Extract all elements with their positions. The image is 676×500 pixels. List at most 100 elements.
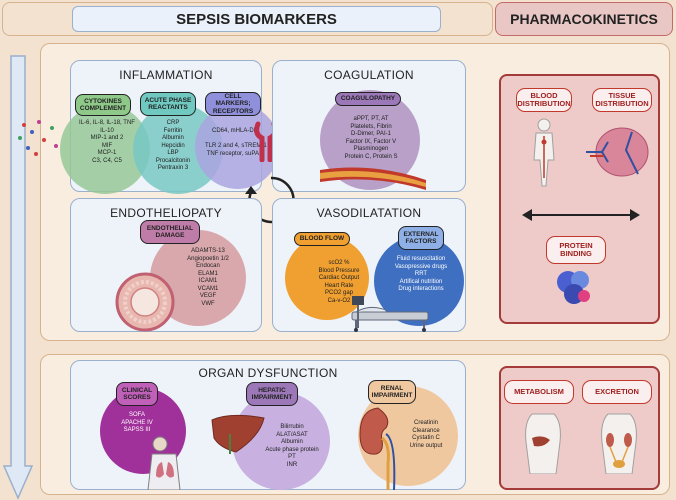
title-banner: SEPSIS BIOMARKERS <box>72 6 441 32</box>
list-item: D-Dimer, PAI-1 <box>351 131 391 137</box>
list-item: VEGF <box>199 293 217 299</box>
cell-markers-list: CD64, mHLA-DR TLR 2 and 4, sTREM-1 TNF r… <box>205 128 267 158</box>
cytokines-label: CYTOKINES COMPLEMENT <box>75 94 131 116</box>
list-item: Protein C, Protein S <box>344 153 398 160</box>
list-item: SAPSS III <box>123 427 151 433</box>
hepatic-list: Bilirrubin ALAT/ASAT Albumin Acute phase… <box>256 424 328 469</box>
list-item: Urine output <box>409 442 443 449</box>
kidney-icon <box>359 407 396 490</box>
endothelial-list: ADAMTS-13 Angiopoetin 1/2 Endocan ELAM1 … <box>172 248 244 308</box>
list-item: CRP <box>166 120 180 126</box>
vessel-ring-icon <box>115 272 175 332</box>
list-item: ALAT/ASAT <box>276 431 308 438</box>
list-item: ICAM1 <box>198 278 218 284</box>
external-factors-list: Fluid resuscitation Vasopressive drugs R… <box>384 256 458 294</box>
tissue-distribution-label: TISSUE DISTRIBUTION <box>592 88 652 112</box>
endotheliopathy-title: ENDOTHELIOPATY <box>110 206 222 220</box>
blood-flow-list: scO2 % Blood Pressure Cardiac Output Hea… <box>308 260 370 305</box>
monitor-icon <box>352 296 364 328</box>
list-item: Fluid resuscitation <box>396 256 446 262</box>
list-item: Blood Pressure <box>318 267 360 274</box>
list-item: Procalcitonin <box>155 157 191 164</box>
external-factors-label: EXTERNAL FACTORS <box>398 226 444 250</box>
metabolism-label: METABOLISM <box>504 380 574 404</box>
liver-icon <box>211 414 265 454</box>
blood-flow-label: BLOOD FLOW <box>294 232 350 246</box>
vasodilatation-title: VASODILATATION <box>316 206 422 220</box>
list-item: ELAM1 <box>198 270 218 277</box>
excretion-label: EXCRETION <box>582 380 652 404</box>
list-item: Vasopressive drugs <box>394 263 448 270</box>
list-item: Hepcidin <box>161 142 185 149</box>
cytokines-list: IL-6, IL-8, IL-18, TNF IL-10 MIP-1 and 2… <box>76 120 138 165</box>
list-item: VCAM1 <box>197 285 219 292</box>
list-item: IL-6, IL-8, IL-18, TNF <box>79 120 135 126</box>
list-item: Clearance <box>412 427 440 434</box>
list-item: Drug interactions <box>398 286 444 292</box>
tissue-icon <box>586 127 649 177</box>
cell-markers-label: CELL MARKERS; RECEPTORS <box>205 92 261 116</box>
endothelial-label: ENDOTHELIAL DAMAGE <box>140 220 200 244</box>
list-item: Albumin <box>281 439 303 445</box>
list-item: SOFA <box>128 412 145 418</box>
acute-phase-list: CRP Ferritin Albumin Hepcidin LBP Procal… <box>144 120 202 173</box>
list-item: Plasminogen <box>353 146 389 152</box>
list-item: Creatinin <box>413 420 438 426</box>
renal-label: RENAL IMPAIRMENT <box>368 380 416 404</box>
blood-distribution-label: BLOOD DISTRIBUTION <box>516 88 572 112</box>
blood-flow-circle <box>285 236 369 320</box>
clinical-scores-list: SOFA APACHE IV SAPSS III <box>112 412 162 435</box>
list-item: LBP <box>167 150 179 156</box>
clinical-scores-label: CLINICAL SCORES <box>116 382 158 406</box>
molecules-icon <box>18 120 58 156</box>
list-item: Acute phase protein <box>265 446 319 453</box>
external-factors-circle <box>374 236 464 326</box>
double-arrow-icon <box>522 209 640 221</box>
list-item: scO2 % <box>328 260 350 266</box>
cell-markers-circle <box>195 104 280 189</box>
list-item: PCO2 gap <box>324 290 354 296</box>
list-item: Ca-v-O2 <box>327 297 351 304</box>
torso-kidney-icon <box>601 413 637 474</box>
coagulopathy-label: COAGULOPATHY <box>335 92 401 106</box>
list-item: PT <box>288 454 296 460</box>
list-item: MCP-1 <box>97 150 117 156</box>
list-item: Heart Rate <box>324 282 354 289</box>
list-item: Ferritin <box>163 127 183 134</box>
list-item: MIP-1 and 2 <box>90 135 124 141</box>
renal-list: Creatinin Clearance Cystatin C Urine out… <box>398 420 454 450</box>
list-item: INR <box>286 461 298 468</box>
list-item: APACHE IV <box>121 419 153 426</box>
list-item: VWF <box>201 300 215 307</box>
list-item: MIF <box>101 142 113 149</box>
list-item: Endocan <box>196 263 220 269</box>
pk-title-banner: PHARMACOKINETICS <box>495 2 673 36</box>
hospital-bed-icon <box>351 306 429 332</box>
coagulation-title: COAGULATION <box>324 68 414 82</box>
protein-binding-label: PROTEIN BINDING <box>546 236 606 264</box>
list-item: CD64, mHLA-DR <box>211 128 258 134</box>
body-circulation-icon <box>533 118 555 187</box>
inflammation-title: INFLAMMATION <box>119 68 213 82</box>
list-item: Artifical nutrition <box>399 278 443 285</box>
list-item: TNF receptor, suPAR <box>206 150 264 157</box>
list-item: IL-10 <box>100 127 114 134</box>
list-item: Cardiac Output <box>318 275 360 281</box>
torso-liver-icon <box>525 413 561 474</box>
list-item: TLR 2 and 4, sTREM-1 <box>205 143 267 149</box>
list-item: Albumin <box>162 135 184 141</box>
organ-dysfunction-title: ORGAN DYSFUNCTION <box>198 366 338 380</box>
list-item: RRT <box>414 271 428 277</box>
list-item: Factor IX, Factor V <box>345 138 397 145</box>
protein-icon <box>557 271 590 304</box>
coagulation-list: aPPT, PT, AT Platelets, Fibrin D-Dimer, … <box>330 116 412 161</box>
patient-lungs-icon <box>147 436 181 490</box>
list-item: Angiopoetin 1/2 <box>187 255 229 262</box>
acute-phase-label: ACUTE PHASE REACTANTS <box>140 92 196 116</box>
vessel-clot-icon <box>320 167 426 190</box>
list-item: aPPT, PT, AT <box>353 116 389 122</box>
list-item: Cystatin C <box>412 435 440 441</box>
list-item: Platelets, Fibrin <box>350 123 392 130</box>
list-item: C3, C4, C5 <box>92 157 122 164</box>
list-item: Pentraxin 3 <box>157 165 189 171</box>
